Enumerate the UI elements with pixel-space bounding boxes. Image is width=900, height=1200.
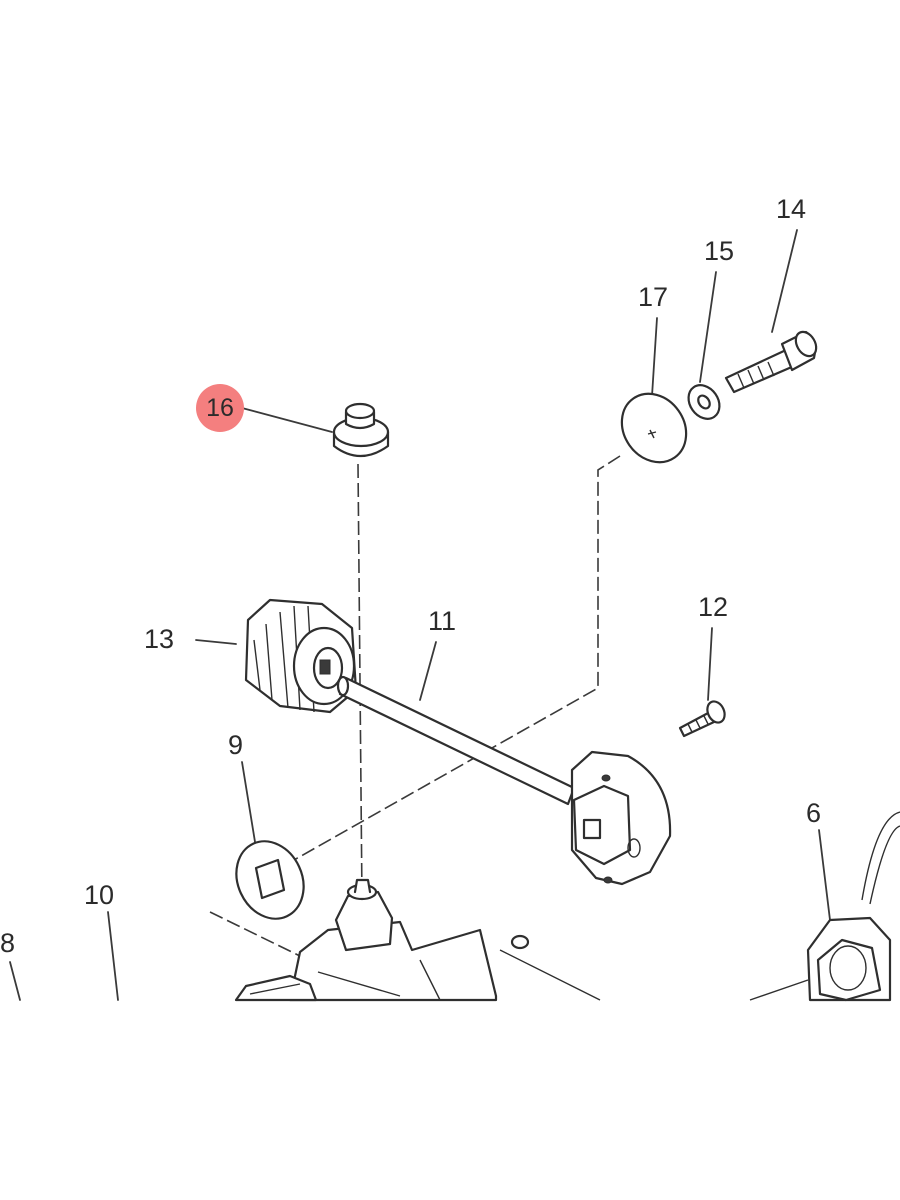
callout-11-label: 11 — [428, 606, 457, 636]
part-11-shaft — [336, 675, 672, 886]
callout-14-label: 14 — [776, 194, 807, 224]
callout-16-highlight: 16 — [196, 384, 244, 432]
callout-9-label: 9 — [228, 730, 244, 760]
assembly-axes — [209, 455, 621, 957]
callout-15-label: 15 — [704, 236, 735, 266]
lower-housing-assembly — [234, 878, 601, 1002]
callout-13-label: 13 — [144, 624, 175, 654]
leader-lines — [9, 229, 831, 1001]
callout-6-label: 6 — [806, 798, 822, 828]
callout-16-label: 16 — [206, 393, 234, 422]
callout-10-label: 10 — [84, 880, 115, 910]
callout-12-label: 12 — [698, 592, 729, 622]
part-6-assembly — [749, 811, 900, 1002]
part-14-bolt — [724, 330, 818, 394]
part-12-screw — [678, 700, 726, 738]
part-16-bushing — [332, 402, 390, 458]
part-15-small-washer — [687, 384, 721, 420]
part-13-gear — [244, 598, 358, 714]
callout-8-label: 8 — [0, 928, 16, 958]
part-17-washer — [620, 392, 688, 464]
callout-17-label: 17 — [638, 282, 669, 312]
part-9-washer — [235, 840, 305, 920]
